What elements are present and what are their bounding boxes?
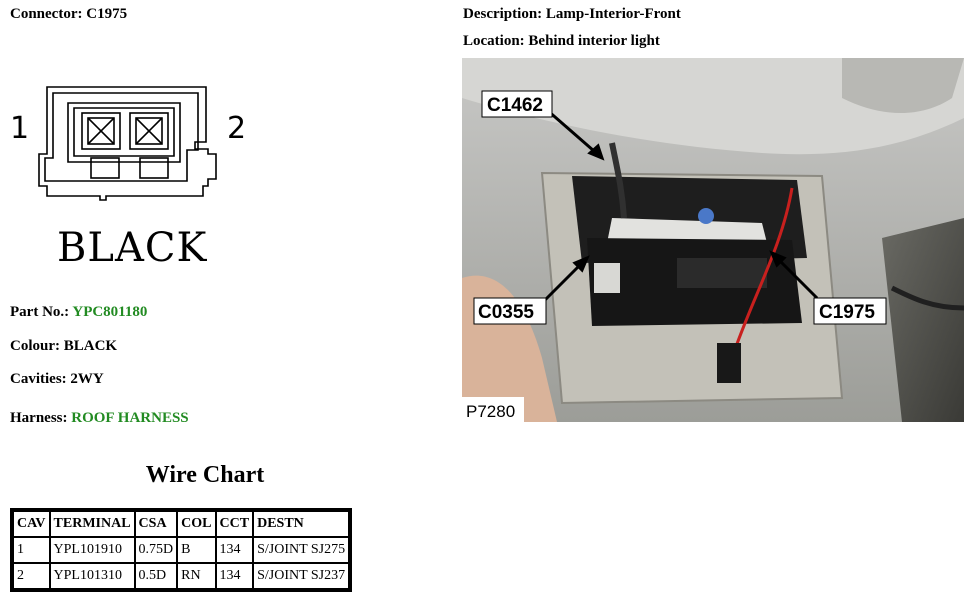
cavities-value: 2WY — [70, 371, 104, 387]
connector-heading: Connector: C1975 — [10, 6, 127, 23]
description-value: Lamp-Interior-Front — [545, 6, 681, 22]
harness-link[interactable]: ROOF HARNESS — [71, 410, 189, 426]
description-label: Description: — [463, 6, 543, 22]
cavities-line: Cavities: 2WY — [10, 371, 104, 388]
cell-cav: 1 — [11, 536, 51, 564]
table-row: 2 YPL101310 0.5D RN 134 S/JOINT SJ237 — [11, 562, 352, 591]
photo-reference: P7280 — [466, 402, 515, 421]
header-col: COL — [176, 509, 217, 538]
cell-col: B — [176, 536, 217, 564]
part-number-line: Part No.: YPC801180 — [10, 304, 147, 321]
cell-csa: 0.75D — [133, 536, 179, 564]
photo-callout-c1462: C1462 — [487, 95, 543, 116]
location-photo: P7280 C1462 C0355 C1975 — [462, 58, 964, 422]
connector-value: C1975 — [86, 6, 128, 22]
harness-line: Harness: ROOF HARNESS — [10, 410, 189, 427]
colour-label: Colour: — [10, 338, 60, 354]
cell-cav: 2 — [11, 562, 51, 591]
pin-label-right: 2 — [227, 111, 247, 146]
table-header-row: CAV TERMINAL CSA COL CCT DESTN — [11, 509, 352, 538]
wire-chart-table: CAV TERMINAL CSA COL CCT DESTN 1 YPL1019… — [10, 508, 353, 592]
colour-line: Colour: BLACK — [10, 338, 117, 355]
header-destn: DESTN — [252, 509, 352, 538]
wire-chart-title: Wire Chart — [145, 462, 265, 488]
connector-colour-caption: BLACK — [57, 225, 208, 271]
colour-value: BLACK — [63, 338, 118, 354]
cell-terminal: YPL101910 — [48, 536, 136, 564]
header-csa: CSA — [133, 509, 179, 538]
cell-cct: 134 — [214, 536, 255, 564]
location-line: Location: Behind interior light — [463, 33, 660, 50]
photo-callout-c1975: C1975 — [819, 302, 875, 323]
cell-terminal: YPL101310 — [48, 562, 136, 591]
harness-label: Harness: — [10, 410, 68, 426]
header-cav: CAV — [11, 509, 51, 538]
cell-csa: 0.5D — [133, 562, 179, 591]
cell-col: RN — [176, 562, 217, 591]
header-cct: CCT — [214, 509, 255, 538]
cell-cct: 134 — [214, 562, 255, 591]
cell-destn: S/JOINT SJ275 — [252, 536, 352, 564]
part-number-link[interactable]: YPC801180 — [72, 304, 148, 320]
header-terminal: TERMINAL — [48, 509, 136, 538]
photo-callout-c0355: C0355 — [478, 302, 534, 323]
location-label: Location: — [463, 33, 525, 49]
description-line: Description: Lamp-Interior-Front — [463, 6, 681, 23]
cell-destn: S/JOINT SJ237 — [252, 562, 352, 591]
pin-label-left: 1 — [10, 111, 30, 146]
cavities-label: Cavities: — [10, 371, 67, 387]
table-row: 1 YPL101910 0.75D B 134 S/JOINT SJ275 — [11, 536, 352, 564]
location-value: Behind interior light — [528, 33, 660, 49]
connector-face-diagram — [38, 86, 217, 201]
part-number-label: Part No.: — [10, 304, 70, 320]
connector-label: Connector: — [10, 6, 83, 22]
